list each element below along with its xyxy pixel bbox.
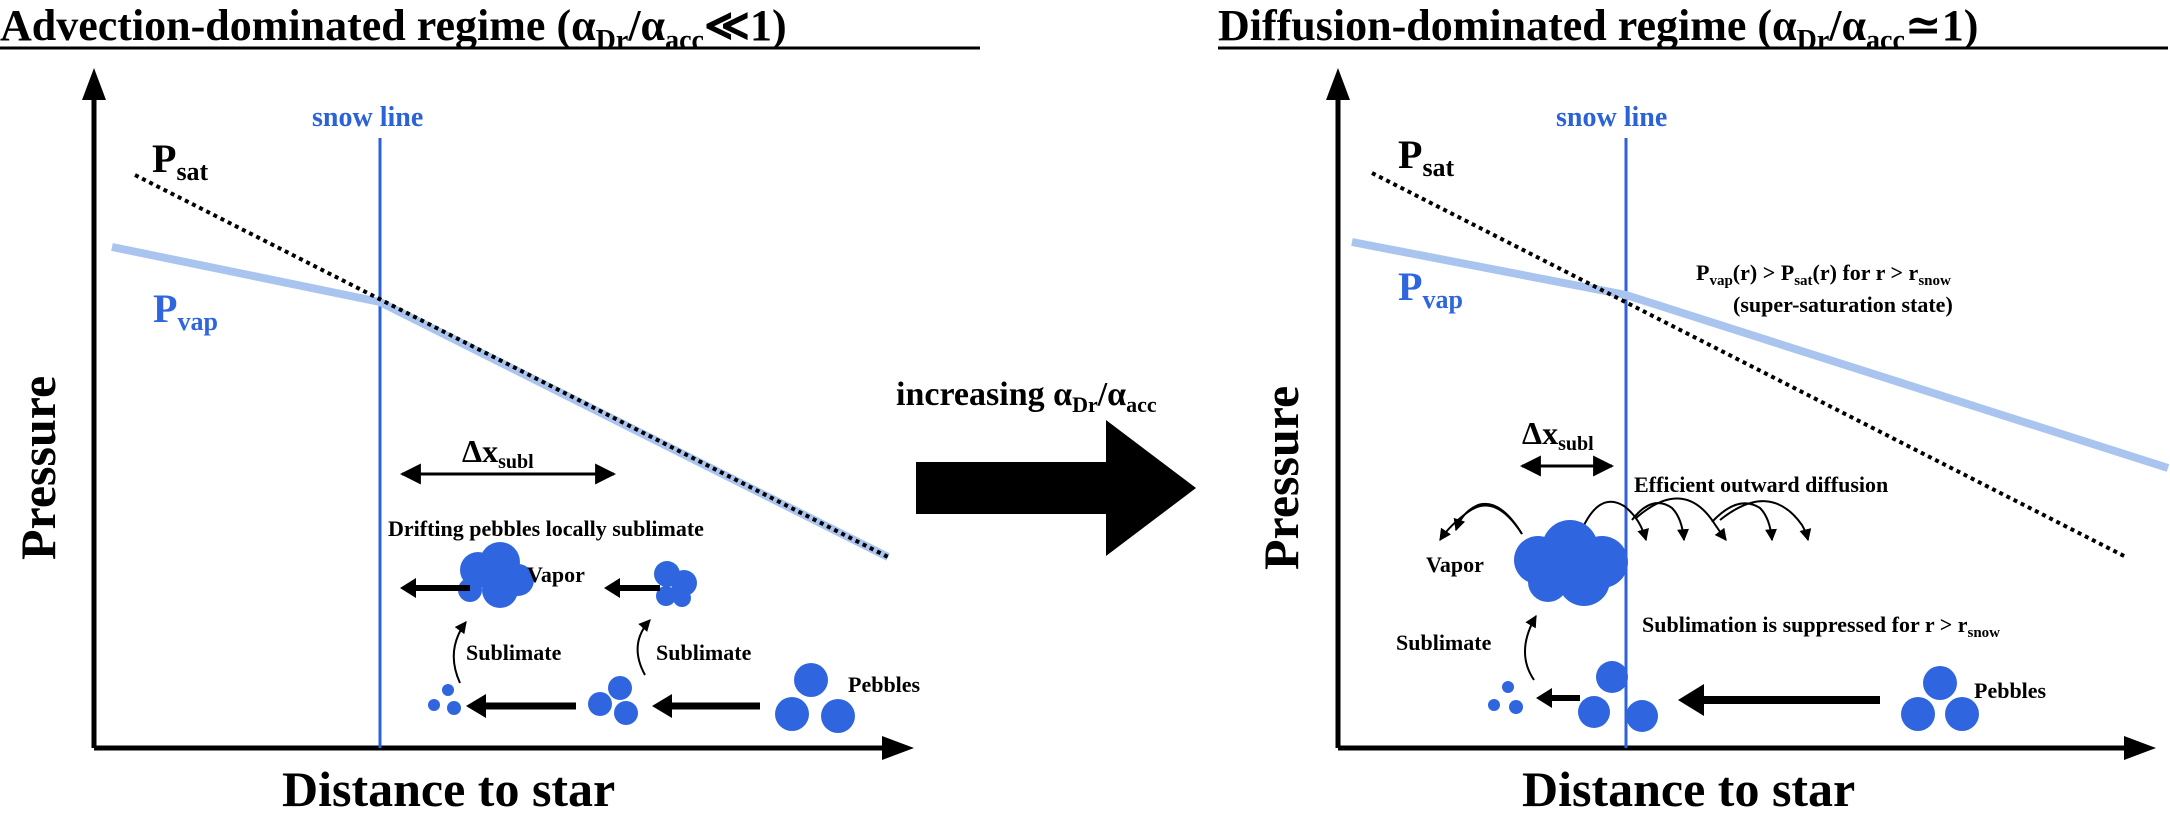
left-psat-main: P — [152, 136, 176, 181]
right-pebbles-medium — [1578, 661, 1658, 732]
right-suppressed-main: Sublimation is suppressed for r > r — [1642, 612, 1968, 637]
left-snow-line-label: snow line — [312, 102, 423, 133]
left-drift-arrowhead-1 — [466, 694, 486, 718]
left-pebbles-medium — [588, 676, 638, 725]
right-super-b: vap — [1709, 273, 1732, 289]
left-sublimate-label-2: Sublimate — [656, 640, 752, 665]
left-vapor-arrowhead-2 — [604, 578, 620, 598]
left-delta-sub: subl — [498, 451, 534, 473]
right-psat-curve — [1371, 171, 2127, 559]
left-panel: Advection-dominated regime (αDr/αacc≪1) … — [0, 1, 980, 813]
left-vapor-cloud-large — [458, 542, 534, 608]
right-super-line-1: Pvap(r) > Psat(r) for r > rsnow — [1696, 260, 1951, 289]
right-pebbles-tiny — [1488, 681, 1523, 714]
middle-label-main: increasing α — [896, 376, 1072, 413]
left-title-sub: Dr — [596, 25, 629, 56]
left-pvap-main: P — [153, 286, 177, 331]
left-delta-label: Δxsubl — [462, 433, 534, 473]
right-drift-arrowhead-2 — [1678, 684, 1704, 716]
right-drift-arrowhead-1 — [1536, 688, 1552, 708]
left-pvap-curve — [111, 243, 890, 561]
right-sublimate-arrow — [1524, 614, 1537, 681]
right-y-axis-arrowhead — [1326, 68, 1350, 100]
right-x-axis-label: Distance to star — [1522, 761, 1855, 813]
middle-label-mid: /α — [1097, 376, 1126, 413]
left-title-main: Advection-dominated regime (α — [0, 1, 596, 50]
left-title: Advection-dominated regime (αDr/αacc≪1) — [0, 1, 787, 56]
right-super-f: snow — [1918, 273, 1951, 289]
right-y-axis-label: Pressure — [1253, 386, 1309, 570]
middle-transition: increasing αDr/αacc — [896, 376, 1196, 556]
left-delta-main: Δx — [462, 433, 498, 469]
left-vapor-label: Vapor — [527, 562, 585, 587]
right-vapor-cloud — [1514, 520, 1628, 606]
right-pvap-label: Pvap — [1398, 264, 1463, 314]
left-x-axis-label: Distance to star — [282, 761, 615, 813]
right-psat-sub: sat — [1422, 153, 1454, 182]
right-super-a: P — [1696, 260, 1709, 285]
right-super-d: sat — [1794, 273, 1812, 289]
right-title-sub2: acc — [1866, 25, 1905, 56]
right-x-axis-arrowhead — [2124, 736, 2156, 760]
right-title-main: Diffusion-dominated regime (α — [1218, 1, 1797, 50]
left-vapor-cloud-small — [654, 561, 697, 607]
right-title-end: ≃1) — [1905, 1, 1979, 50]
left-title-sub2: acc — [665, 25, 704, 56]
left-title-mid: /α — [627, 1, 665, 50]
left-drift-arrowhead-2 — [652, 694, 672, 718]
left-sublimate-arrow-2 — [636, 619, 651, 676]
middle-label-sub: Dr — [1072, 392, 1098, 417]
right-suppressed-sub: snow — [1968, 625, 2001, 641]
left-pebbles-large — [775, 663, 855, 733]
right-psat-label: Psat — [1398, 132, 1455, 182]
left-vapor-arrowhead-1 — [400, 578, 416, 598]
right-panel: Diffusion-dominated regime (αDr/αacc≃1) … — [1218, 1, 2170, 813]
right-vapor-label: Vapor — [1426, 552, 1484, 577]
right-delta-sub: subl — [1558, 433, 1594, 455]
right-pvap-sub: vap — [1422, 285, 1462, 314]
middle-arrow — [916, 420, 1196, 556]
left-pvap-sub: vap — [177, 307, 217, 336]
right-delta-main: Δx — [1522, 415, 1558, 451]
right-title: Diffusion-dominated regime (αDr/αacc≃1) — [1218, 1, 1978, 56]
right-title-mid: /α — [1828, 1, 1866, 50]
right-pebbles-large — [1901, 666, 1979, 731]
left-y-axis-label: Pressure — [10, 376, 66, 560]
right-pvap-curve — [1351, 238, 2170, 472]
middle-label-sub2: acc — [1126, 392, 1157, 417]
right-super-e: (r) for r > r — [1813, 260, 1919, 285]
left-pvap-label: Pvap — [153, 286, 218, 336]
right-pvap-main: P — [1398, 264, 1422, 309]
right-title-sub: Dr — [1797, 25, 1830, 56]
right-diffusion-arrows — [1439, 497, 1812, 542]
left-sublimate-arrow-1 — [452, 621, 467, 684]
right-diffusion-note: Efficient outward diffusion — [1634, 472, 1888, 497]
left-sublimate-label-1: Sublimate — [466, 640, 562, 665]
left-y-axis-arrowhead — [82, 68, 106, 100]
right-snow-line-label: snow line — [1556, 102, 1667, 133]
left-pebbles-tiny — [428, 684, 461, 715]
right-pebbles-label: Pebbles — [1974, 678, 2047, 703]
right-psat-main: P — [1398, 132, 1422, 177]
right-suppressed-note: Sublimation is suppressed for r > rsnow — [1642, 612, 2000, 641]
middle-label: increasing αDr/αacc — [896, 376, 1157, 417]
left-pebbles-label: Pebbles — [848, 672, 921, 697]
left-x-axis-arrowhead — [882, 736, 914, 760]
left-psat-sub: sat — [176, 157, 208, 186]
right-sublimate-label: Sublimate — [1396, 630, 1492, 655]
left-title-end: ≪1) — [704, 1, 787, 50]
right-super-line-2: (super-saturation state) — [1733, 292, 1953, 317]
left-drift-note: Drifting pebbles locally sublimate — [388, 516, 704, 541]
right-delta-label: Δxsubl — [1522, 415, 1594, 455]
left-psat-label: Psat — [152, 136, 209, 186]
right-super-c: (r) > P — [1733, 260, 1794, 285]
